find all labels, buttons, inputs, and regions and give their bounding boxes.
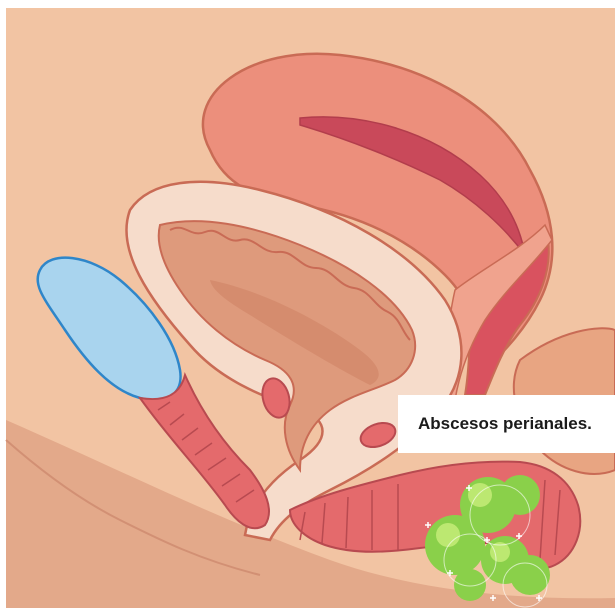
callout-label-box: Abscesos perianales.	[398, 395, 615, 453]
abscess-2	[500, 475, 540, 515]
abscess-6	[454, 569, 486, 601]
callout-label: Abscesos perianales.	[418, 414, 592, 434]
abscess-highlight-1	[468, 483, 492, 507]
abscess-3	[425, 515, 485, 575]
abscess-highlight-2	[436, 523, 460, 547]
abscess-5	[510, 555, 550, 595]
